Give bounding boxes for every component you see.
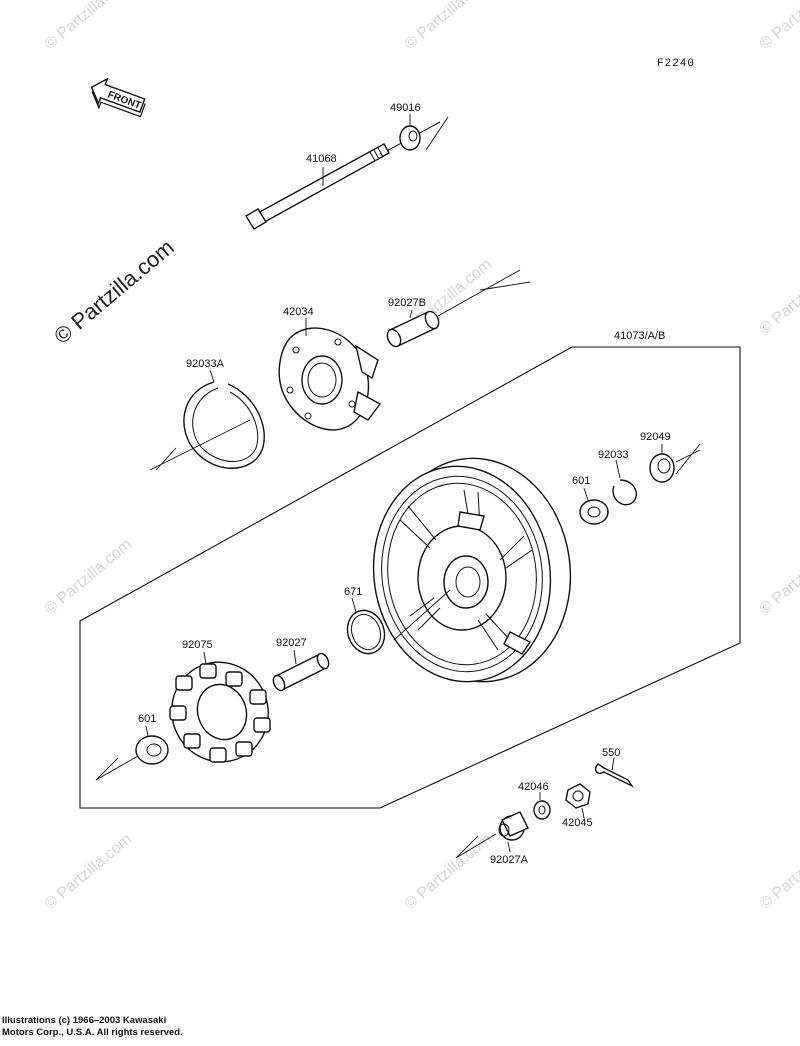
- o-ring-671: [346, 597, 386, 655]
- label-92027A: 92027A: [490, 854, 529, 866]
- front-arrow-icon: FRONT: [90, 77, 146, 118]
- label-49016: 49016: [390, 102, 421, 114]
- rear-wheel-41073: [372, 457, 572, 683]
- bearing-601-left: [95, 725, 169, 781]
- watermark-text: © Partzilla.com: [757, 0, 800, 53]
- axle-41068: [245, 143, 390, 230]
- collar-92027A: [455, 811, 529, 859]
- partzilla-watermark: © Partzilla.com: [49, 234, 179, 348]
- circlip-92033: [612, 459, 638, 506]
- label-92033: 92033: [598, 449, 629, 461]
- axle-centerline: [425, 116, 449, 151]
- label-41068: 41068: [306, 153, 337, 165]
- label-92075: 92075: [182, 639, 213, 651]
- watermark-text: © Partzilla.com: [42, 0, 136, 53]
- copyright-notice: Illustrations (c) 1966–2003 Kawasaki Mot…: [2, 1015, 183, 1039]
- label-92027: 92027: [276, 637, 307, 649]
- label-92049: 92049: [640, 431, 671, 443]
- watermark-text: © Partzilla.com: [42, 831, 136, 913]
- watermark-text: © Partzilla.com: [757, 256, 800, 338]
- figure-code: F2240: [657, 58, 695, 70]
- collar-49016: [399, 114, 421, 151]
- wheel-assembly-frame: [79, 346, 741, 809]
- coupling-42034: [278, 318, 382, 431]
- label-42045: 42045: [562, 817, 593, 829]
- watermark-text: © Partzilla.com: [757, 831, 800, 913]
- label-42046: 42046: [518, 781, 549, 793]
- label-601-right: 601: [572, 475, 590, 487]
- label-671: 671: [344, 586, 362, 598]
- nut-42045: [565, 783, 591, 819]
- watermark-text: © Partzilla.com: [402, 0, 496, 53]
- label-92027B: 92027B: [388, 297, 426, 309]
- hub-damper-92075: [169, 651, 271, 763]
- circlip-92033A: [149, 369, 265, 471]
- washer-42046: [533, 792, 551, 820]
- bearing-601-right: [579, 487, 609, 525]
- label-601-left: 601: [138, 713, 156, 725]
- label-42034: 42034: [283, 306, 314, 318]
- collar-92027B: [386, 269, 531, 348]
- watermark-text: © Partzilla.com: [757, 536, 800, 618]
- label-550: 550: [602, 747, 620, 759]
- cotter-pin-550: [594, 757, 635, 788]
- collar-92027: [272, 649, 330, 692]
- label-92033A: 92033A: [186, 358, 225, 370]
- label-41073: 41073/A/B: [614, 330, 665, 342]
- copyright-line-2: Motors Corp., U.S.A. All rights reserved…: [2, 1027, 183, 1038]
- watermark-text: © Partzilla.com: [42, 536, 136, 618]
- copyright-line-1: Illustrations (c) 1966–2003 Kawasaki: [2, 1015, 167, 1026]
- collar-92049: [649, 443, 701, 483]
